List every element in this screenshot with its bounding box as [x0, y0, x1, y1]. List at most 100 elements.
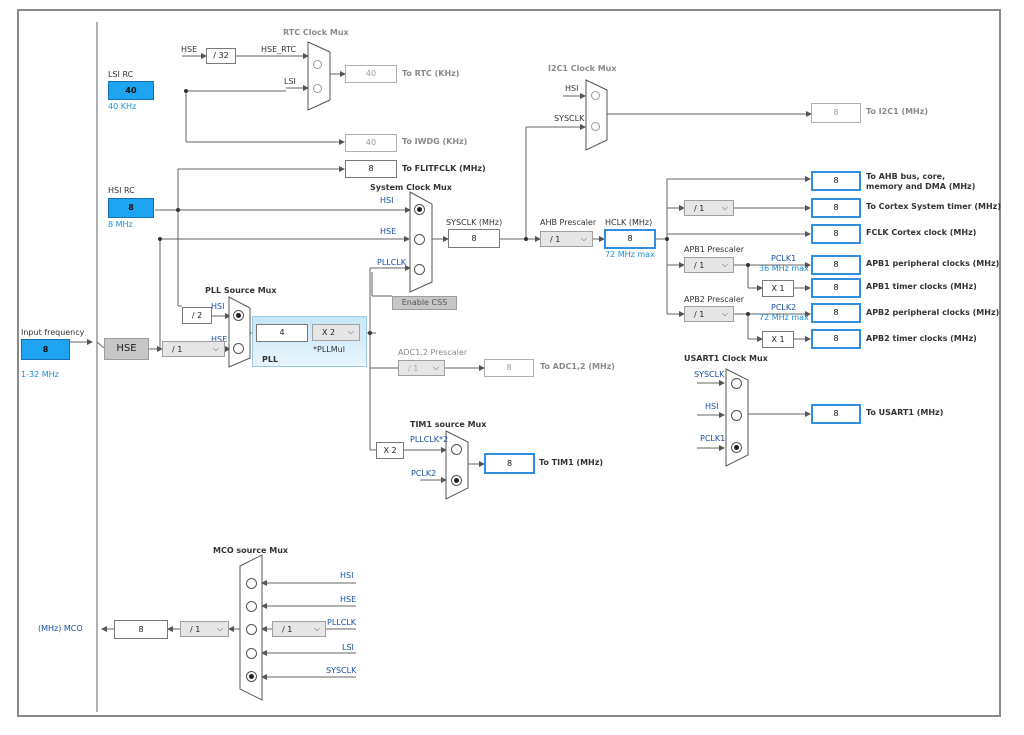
apb1-timer-multiplier: X 1 [762, 280, 794, 297]
usart-pclk1-label: PCLK1 [700, 434, 726, 443]
flitfclk-output-value: 8 [345, 160, 397, 178]
hse-oscillator[interactable]: HSE [104, 338, 149, 360]
rtc-lsi-label: LSI [284, 77, 296, 86]
i2c-mux-radio-sysclk[interactable] [591, 122, 600, 131]
mco-radio-hsi[interactable] [246, 578, 257, 589]
ahb-bus-value[interactable]: 8 [811, 171, 861, 191]
usart-radio-sysclk[interactable] [731, 378, 742, 389]
hclk-label: HCLK (MHz) [605, 218, 653, 227]
mco-radio-pllclk[interactable] [246, 624, 257, 635]
lsi-rc-value[interactable]: 40 [108, 81, 154, 100]
ahb-bus-label-line1: To AHB bus, core, [866, 172, 946, 181]
tim1-mux-shape [445, 430, 469, 500]
sysclk-value: 8 [448, 229, 500, 248]
tim1-output-value[interactable]: 8 [484, 453, 535, 474]
rtc-mux-radio-1[interactable] [313, 60, 322, 69]
apb1-pclk1-label: PCLK1 [771, 254, 797, 263]
tim1-radio-pllclk2[interactable] [451, 444, 462, 455]
diagram-frame [17, 9, 1001, 717]
adc-output-label: To ADC1,2 (MHz) [540, 362, 615, 371]
tim1-x2-multiplier: X 2 [376, 442, 404, 459]
chevron-down-icon: ⌵ [580, 234, 587, 243]
pllsrc-hse-prescaler-select[interactable]: / 1⌵ [162, 341, 225, 357]
ahb-prescaler-label: AHB Prescaler [540, 218, 597, 227]
rtc-output-value: 40 [345, 65, 397, 83]
mco-radio-lsi[interactable] [246, 648, 257, 659]
sysmux-radio-hse[interactable] [414, 234, 425, 245]
ahb-bus-label-line2: memory and DMA (MHz) [866, 182, 976, 191]
cortex-timer-value[interactable]: 8 [811, 198, 861, 218]
usart1-output-value[interactable]: 8 [811, 404, 861, 424]
i2c-mux-title: I2C1 Clock Mux [548, 64, 617, 73]
apb2-timer-multiplier: X 1 [762, 331, 794, 348]
i2c-hsi-label: HSI [565, 84, 579, 93]
i2c-mux-radio-hsi[interactable] [591, 91, 600, 100]
chevron-down-icon: ⌵ [313, 624, 320, 633]
apb1-peripheral-value[interactable]: 8 [811, 255, 861, 275]
apb2-timer-label: APB2 timer clocks (MHz) [866, 334, 977, 343]
i2c-output-label: To I2C1 (MHz) [866, 107, 929, 116]
usart1-mux-title: USART1 Clock Mux [684, 354, 768, 363]
chevron-down-icon: ⌵ [432, 363, 439, 372]
chevron-down-icon: ⌵ [212, 344, 219, 353]
hsi-rc-unit: 8 MHz [108, 220, 133, 229]
tim1-mux-title: TIM1 source Mux [410, 420, 487, 429]
adc-output-value: 8 [484, 359, 534, 377]
mco-output-label: (MHz) MCO [38, 624, 83, 633]
pllsrc-radio-hse[interactable] [233, 343, 244, 354]
usart-radio-pclk1[interactable] [731, 442, 742, 453]
i2c-sysclk-label: SYSCLK [554, 114, 585, 123]
rtc-hse-label: HSE [181, 45, 198, 54]
hsi-rc-value[interactable]: 8 [108, 198, 154, 218]
fclk-label: FCLK Cortex clock (MHz) [866, 228, 977, 237]
adc-prescaler-label: ADC1,2 Prescaler [398, 348, 468, 357]
rtc-mux-radio-2[interactable] [313, 84, 322, 93]
chevron-down-icon: ⌵ [721, 203, 728, 212]
sysmux-radio-hsi[interactable] [414, 204, 425, 215]
flitfclk-output-label: To FLITFCLK (MHz) [402, 164, 486, 173]
mco-pllclk-label: PLLCLK [327, 618, 357, 627]
apb1-timer-value[interactable]: 8 [811, 278, 861, 298]
usart-sysclk-label: SYSCLK [694, 370, 725, 379]
apb2-timer-value[interactable]: 8 [811, 329, 861, 349]
rtc-mux-title: RTC Clock Mux [283, 28, 349, 37]
tim1-radio-pclk2[interactable] [451, 475, 462, 486]
input-frequency-range: 1-32 MHz [21, 370, 59, 379]
sysmux-radio-pllclk[interactable] [414, 264, 425, 275]
mco-pllclk-prescaler-select[interactable]: / 1⌵ [272, 621, 326, 637]
input-frequency-field[interactable]: 8 [21, 339, 70, 360]
rtc-mux-shape [307, 41, 331, 111]
sysmux-hse-label: HSE [380, 227, 397, 236]
chevron-down-icon: ⌵ [721, 260, 728, 269]
usart-radio-hsi[interactable] [731, 410, 742, 421]
chevron-down-icon: ⌵ [347, 327, 354, 336]
adc-prescaler-select[interactable]: / 1⌵ [398, 360, 445, 376]
apb1-max-label: 36 MHz max [759, 264, 809, 273]
pll-multiplier-select[interactable]: X 2⌵ [312, 324, 360, 341]
mco-radio-sysclk[interactable] [246, 671, 257, 682]
system-mux-title: System Clock Mux [370, 183, 452, 192]
lsi-rc-unit: 40 KHz [108, 102, 137, 111]
lsi-rc-label: LSI RC [108, 70, 134, 79]
fclk-value[interactable]: 8 [811, 224, 861, 244]
apb2-peripheral-value[interactable]: 8 [811, 303, 861, 323]
enable-css-button[interactable]: Enable CSS [392, 296, 457, 310]
hclk-value-field[interactable]: 8 [604, 229, 656, 249]
chevron-down-icon: ⌵ [216, 624, 223, 633]
hclk-max-label: 72 MHz max [605, 250, 655, 259]
usart1-output-label: To USART1 (MHz) [866, 408, 944, 417]
apb2-prescaler-select[interactable]: / 1⌵ [684, 306, 734, 322]
usart-hsi-label: HSI [705, 402, 719, 411]
apb1-prescaler-select[interactable]: / 1⌵ [684, 257, 734, 273]
apb2-prescaler-label: APB2 Prescaler [684, 295, 745, 304]
mco-radio-hse[interactable] [246, 601, 257, 612]
hsi-rc-label: HSI RC [108, 186, 135, 195]
ahb-prescaler-select[interactable]: / 1⌵ [540, 231, 593, 247]
i2c-output-value: 8 [811, 103, 861, 123]
sysmux-pllclk-label: PLLCLK [377, 258, 407, 267]
mco-prescaler-select[interactable]: / 1⌵ [180, 621, 229, 637]
iwdg-output-value: 40 [345, 134, 397, 152]
cortex-timer-prescaler-select[interactable]: / 1⌵ [684, 200, 734, 216]
cortex-timer-label: To Cortex System timer (MHz) [866, 202, 1001, 211]
pllsrc-radio-hsi[interactable] [233, 310, 244, 321]
